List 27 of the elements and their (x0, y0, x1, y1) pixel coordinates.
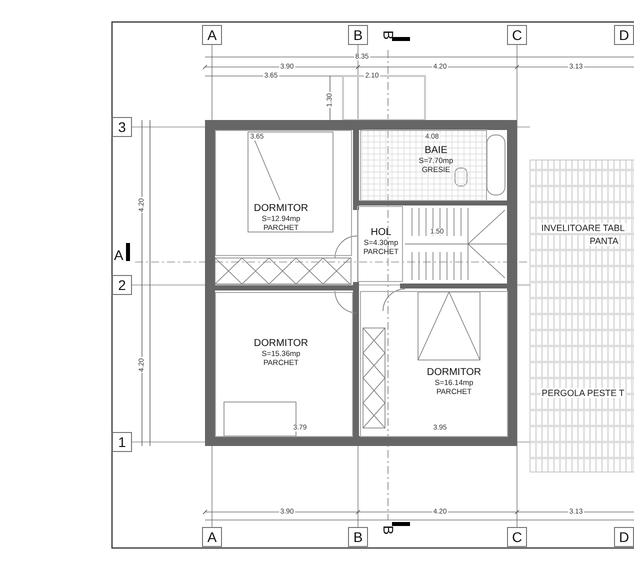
axis-label: A (202, 527, 222, 547)
room-name: DORMITOR (426, 367, 482, 378)
axis-label: 3 (112, 117, 132, 137)
room-name: HOL (370, 227, 392, 238)
axis-label: C (507, 527, 527, 547)
room-name: DORMITOR (254, 203, 308, 214)
section-label: B (380, 525, 397, 535)
plan-note: PERGOLA PESTE T (540, 388, 626, 398)
room-area (215, 292, 353, 437)
room-area (360, 291, 508, 437)
axis-label: B (348, 25, 368, 45)
room-area (215, 130, 352, 256)
room-area (360, 130, 487, 201)
room-area (357, 206, 403, 282)
section-label: A (114, 247, 124, 263)
plan-note: PANTA (588, 236, 620, 246)
plan-note: INVELITOARE TABL (540, 223, 626, 233)
axis-label: D (614, 527, 634, 547)
section-label: B (380, 30, 397, 40)
room-name: BAIE (424, 145, 448, 156)
room-name: DORMITOR (254, 338, 308, 349)
axis-label: 2 (112, 275, 132, 295)
axis-label: 1 (112, 432, 132, 452)
axis-label: D (614, 25, 634, 45)
axis-label: A (202, 25, 222, 45)
axis-label: C (507, 25, 527, 45)
axis-label: B (348, 527, 368, 547)
